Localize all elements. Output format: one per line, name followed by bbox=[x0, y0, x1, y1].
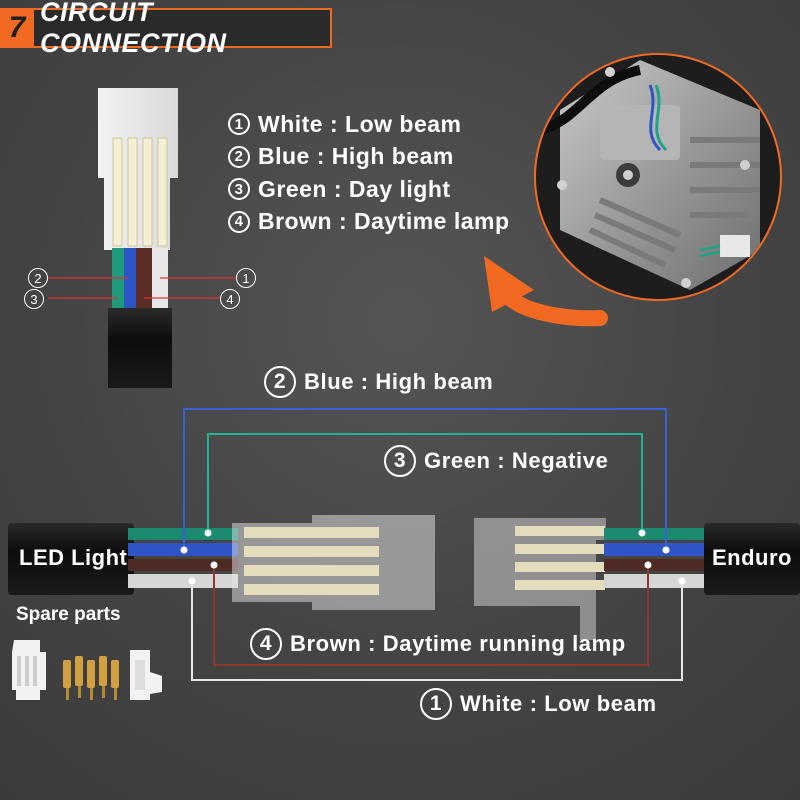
spare-parts-label: Spare parts bbox=[16, 604, 121, 625]
number-circle: 2 bbox=[228, 145, 250, 168]
number-circle: 1 bbox=[420, 688, 452, 720]
brown-wire-path bbox=[213, 565, 649, 666]
number-circle: 3 bbox=[228, 178, 250, 201]
wire-label-text: Blue : High beam bbox=[304, 369, 494, 394]
small-connector bbox=[48, 88, 236, 388]
number-circle: 4 bbox=[250, 628, 282, 660]
spare-parts-image bbox=[12, 640, 162, 700]
headlight-photo bbox=[534, 53, 782, 301]
callout-white-number: 1 bbox=[236, 268, 256, 288]
legend-text: Blue : High beam bbox=[258, 143, 454, 170]
legend-text: White : Low beam bbox=[258, 110, 462, 137]
brown-wire-label: 4 Brown : Daytime running lamp bbox=[250, 628, 626, 660]
green-wire-label: 3 Green : Negative bbox=[384, 445, 608, 477]
callout-blue-number: 2 bbox=[28, 268, 48, 288]
number-circle: 1 bbox=[228, 113, 250, 136]
legend-text: Green : Day light bbox=[258, 175, 451, 202]
number-circle: 3 bbox=[384, 445, 416, 477]
legend-item: 3 Green : Day light bbox=[228, 173, 510, 206]
wire-color-legend: 1 White : Low beam 2 Blue : High beam 3 … bbox=[228, 108, 510, 238]
callout-brown-number: 4 bbox=[220, 289, 240, 309]
male-plug bbox=[232, 515, 435, 610]
blue-wire-label: 2 Blue : High beam bbox=[264, 366, 493, 398]
step-number: 7 bbox=[0, 8, 34, 48]
enduro-cable bbox=[604, 523, 800, 595]
callout-green-number: 3 bbox=[24, 289, 44, 309]
wiring-lines bbox=[183, 408, 683, 681]
number-circle: 4 bbox=[228, 210, 250, 233]
legend-text: Brown : Daytime lamp bbox=[258, 208, 510, 235]
wire-junction-dots bbox=[180, 529, 686, 585]
white-wire-label: 1 White : Low beam bbox=[420, 688, 657, 720]
number-circle: 2 bbox=[264, 366, 296, 398]
green-wire-path bbox=[207, 433, 643, 533]
wire-label-text: Green : Negative bbox=[424, 448, 609, 473]
wire-label-text: White : Low beam bbox=[460, 691, 657, 716]
legend-item: 4 Brown : Daytime lamp bbox=[228, 206, 510, 239]
legend-item: 1 White : Low beam bbox=[228, 108, 510, 141]
legend-item: 2 Blue : High beam bbox=[228, 141, 510, 174]
blue-wire-path bbox=[183, 408, 667, 550]
led-light-label: LED Light bbox=[19, 545, 128, 570]
wire-label-text: Brown : Daytime running lamp bbox=[290, 631, 626, 656]
white-wire-path bbox=[191, 581, 683, 681]
enduro-label: Enduro bbox=[712, 545, 792, 570]
female-plug bbox=[474, 518, 606, 640]
pointer-arrow bbox=[484, 256, 608, 327]
